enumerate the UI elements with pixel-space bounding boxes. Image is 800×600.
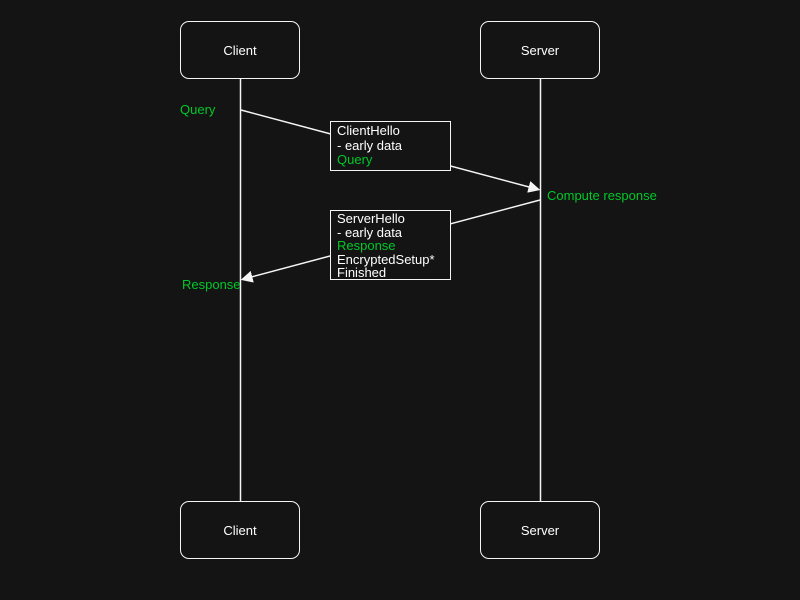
message-line-highlight: Response <box>337 238 396 253</box>
serverhello-message-box: ServerHello - early data Response Encryp… <box>330 210 451 280</box>
message-line: EncryptedSetup* <box>337 251 435 267</box>
query-annotation: Query <box>180 102 216 117</box>
message-line: Finished <box>337 265 387 280</box>
response-annotation: Response <box>182 277 241 292</box>
clienthello-message-box: ClientHello - early data Query <box>330 121 451 171</box>
actor-server-top: Server <box>480 21 600 79</box>
compute-response-annotation: Compute response <box>547 188 657 203</box>
message-line-highlight: Query <box>337 152 373 168</box>
message-line: ServerHello <box>337 211 405 226</box>
message-line: - early data <box>337 137 403 153</box>
actor-server-bottom: Server <box>480 501 600 559</box>
message-line: - early data <box>337 224 403 240</box>
actor-client-bottom: Client <box>180 501 300 559</box>
message-line: ClientHello <box>337 123 400 138</box>
actor-client-top: Client <box>180 21 300 79</box>
